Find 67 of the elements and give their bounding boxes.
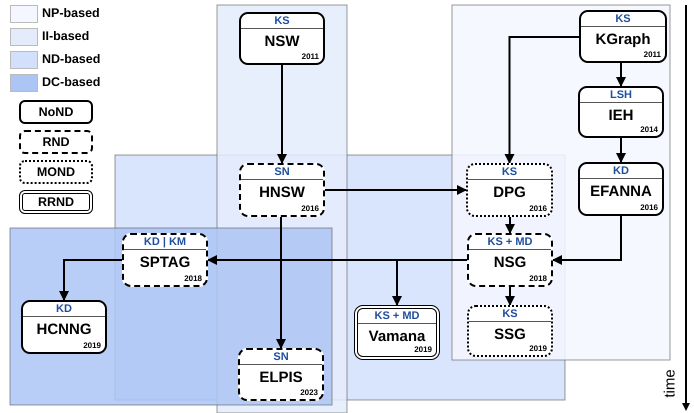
- category-tag: KS: [241, 14, 323, 29]
- method-box: [467, 233, 553, 287]
- arrow: [276, 217, 286, 349]
- arrow: [505, 217, 515, 234]
- method-box: [239, 12, 325, 65]
- method-name: NSW: [264, 33, 300, 50]
- legend-label: II-based: [42, 29, 90, 44]
- method-box: [354, 305, 440, 360]
- method-name: HCNNG: [36, 321, 92, 338]
- category-tag: KD: [23, 302, 105, 317]
- method-box: [466, 163, 553, 217]
- arrow: [505, 287, 515, 306]
- legend-label: DC-based: [42, 75, 100, 90]
- method-name: KGraph: [594, 31, 652, 48]
- arrow: [277, 65, 287, 164]
- method-box: [578, 86, 664, 138]
- legend-label: NP-based: [42, 6, 100, 21]
- method-name: SPTAG: [138, 254, 192, 271]
- year-label: 2023: [300, 388, 318, 397]
- year-label: 2011: [644, 50, 661, 59]
- legend-sample: RRND: [19, 190, 93, 214]
- method-name: DPG: [492, 184, 527, 201]
- method-box: [21, 300, 107, 354]
- year-label: 2018: [184, 274, 202, 283]
- method-name: EFANNA: [589, 183, 653, 200]
- category-tag: KS + MD: [469, 235, 551, 250]
- legend-sample: MOND: [19, 160, 93, 184]
- category-tag: KS: [468, 165, 551, 180]
- year-label: 2016: [529, 204, 547, 213]
- method-name: Vamana: [368, 328, 426, 345]
- method-name: IEH: [607, 107, 634, 124]
- category-tag: KS: [581, 12, 665, 27]
- arrow: [616, 63, 626, 87]
- legend-label: ND-based: [42, 52, 100, 67]
- year-label: 2019: [414, 345, 432, 354]
- method-name: HNSW: [258, 184, 306, 201]
- method-box: [238, 348, 324, 401]
- method-box: [122, 233, 208, 287]
- category-tag: KD: [580, 164, 662, 179]
- year-label: 2014: [640, 125, 658, 134]
- category-tag: SN: [240, 350, 322, 365]
- category-tag: KS + MD: [358, 309, 436, 324]
- arrow: [552, 216, 622, 265]
- year-label: 2016: [640, 203, 658, 212]
- arrow: [616, 138, 626, 163]
- year-label: 2011: [302, 52, 319, 61]
- method-name: SSG: [493, 326, 527, 343]
- method-name: NSG: [492, 254, 528, 271]
- method-box: [579, 10, 667, 63]
- year-label: 2019: [83, 341, 101, 350]
- method-box: [239, 163, 325, 217]
- legend-sample: RND: [19, 130, 93, 154]
- year-label: 2019: [529, 344, 547, 353]
- method-box: [467, 305, 553, 357]
- year-label: 2018: [529, 274, 547, 283]
- category-tag: LSH: [580, 88, 662, 103]
- axis-label: time: [662, 369, 679, 398]
- method-name: ELPIS: [258, 369, 304, 386]
- arrow: [504, 36, 579, 164]
- category-tag: KD | KM: [124, 235, 206, 250]
- legend-sample: NoND: [19, 100, 93, 124]
- year-label: 2016: [301, 204, 319, 213]
- category-tag: KS: [469, 307, 551, 322]
- method-box: [578, 162, 664, 216]
- arrow: [325, 185, 467, 195]
- arrow: [59, 259, 122, 301]
- category-tag: SN: [241, 165, 323, 180]
